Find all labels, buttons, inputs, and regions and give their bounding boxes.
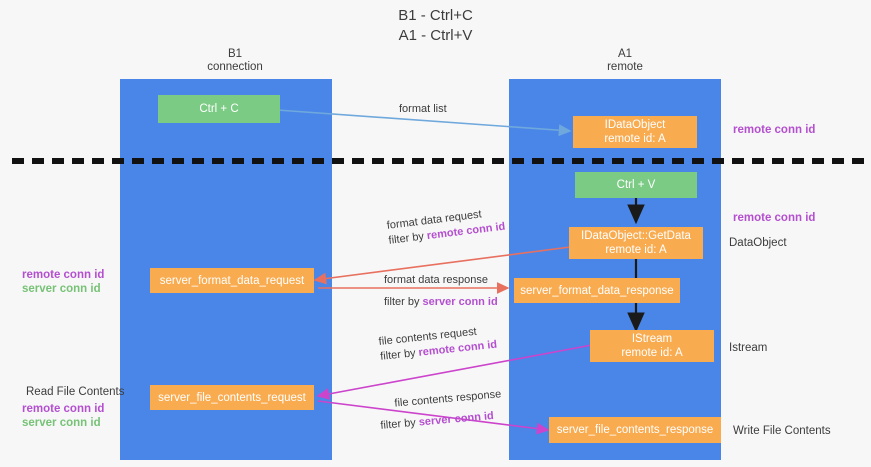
node-idataobject-label: IDataObject bbox=[604, 119, 666, 131]
node-idataobject-getdata[interactable]: IDataObject::GetData remote id: A bbox=[569, 227, 703, 259]
node-idataobject-sub: remote id: A bbox=[604, 133, 666, 145]
node-ctrl-v-label: Ctrl + V bbox=[616, 179, 656, 191]
node-server-format-data-request-label: server_format_data_request bbox=[159, 274, 305, 287]
filter-by-prefix-2: filter by bbox=[384, 296, 423, 308]
node-server-file-contents-response[interactable]: server_file_contents_response bbox=[549, 417, 721, 443]
filter-by-prefix-4: filter by bbox=[379, 416, 420, 432]
annotation-left-remote-conn-id-2: remote conn id bbox=[22, 403, 105, 415]
edge-label-format-list: format list bbox=[399, 103, 447, 115]
node-istream-label: IStream bbox=[631, 333, 673, 345]
node-server-format-data-response-label: server_format_data_response bbox=[520, 284, 674, 297]
column-header-a1: A1 remote bbox=[545, 48, 705, 74]
node-istream-sub: remote id: A bbox=[621, 347, 683, 359]
node-ctrl-c-label: Ctrl + C bbox=[199, 103, 239, 115]
node-ctrl-c[interactable]: Ctrl + C bbox=[158, 95, 280, 123]
annotation-istream: Istream bbox=[729, 342, 768, 354]
node-server-file-contents-request[interactable]: server_file_contents_request bbox=[150, 385, 314, 410]
annotation-left-remote-conn-id: remote conn id bbox=[22, 269, 105, 281]
filter-key-server-conn-id: server conn id bbox=[422, 296, 498, 308]
annotation-remote-conn-id-mid: remote conn id bbox=[733, 212, 816, 224]
annotation-write-file-contents: Write File Contents bbox=[733, 425, 831, 437]
annotation-left-server-conn-id: server conn id bbox=[22, 283, 101, 295]
edge-format-data-request bbox=[313, 245, 579, 285]
column-header-b1-name: B1 bbox=[227, 48, 243, 60]
edge-label-format-data-response-line2: filter by server conn id bbox=[384, 295, 498, 310]
column-header-a1-name: A1 bbox=[617, 48, 633, 60]
annotation-read-file-contents: Read File Contents bbox=[26, 386, 125, 398]
node-getdata-label: IDataObject::GetData bbox=[581, 230, 691, 242]
filter-by-prefix: filter by bbox=[387, 230, 428, 247]
page-title: B1 - Ctrl+C A1 - Ctrl+V bbox=[0, 6, 871, 46]
annotation-remote-conn-id-top: remote conn id bbox=[733, 124, 816, 136]
edge-file-contents-request bbox=[316, 344, 593, 400]
annotation-left-server-conn-id-2: server conn id bbox=[22, 417, 101, 429]
edge-label-format-data-response: format data response filter by server co… bbox=[384, 273, 498, 310]
node-server-format-data-response[interactable]: server_format_data_response bbox=[514, 278, 680, 303]
edge-format-list bbox=[276, 109, 572, 137]
edge-label-format-data-response-line1: format data response bbox=[384, 274, 488, 286]
edge-file-contents-response bbox=[317, 400, 550, 435]
column-header-b1: B1 connection bbox=[155, 48, 315, 74]
node-idataobject[interactable]: IDataObject remote id: A bbox=[573, 116, 697, 148]
column-header-b1-sub: connection bbox=[207, 61, 263, 73]
column-header-a1-sub: remote bbox=[607, 61, 643, 73]
node-ctrl-v[interactable]: Ctrl + V bbox=[575, 172, 697, 198]
annotation-dataobject: DataObject bbox=[729, 237, 787, 249]
node-istream[interactable]: IStream remote id: A bbox=[590, 330, 714, 362]
node-getdata-sub: remote id: A bbox=[605, 244, 667, 256]
filter-by-prefix-3: filter by bbox=[379, 346, 420, 363]
node-server-format-data-request[interactable]: server_format_data_request bbox=[150, 268, 314, 293]
title-line-1: B1 - Ctrl+C bbox=[398, 7, 473, 24]
node-server-file-contents-response-label: server_file_contents_response bbox=[556, 424, 714, 436]
title-line-2: A1 - Ctrl+V bbox=[398, 27, 473, 44]
node-server-file-contents-request-label: server_file_contents_request bbox=[158, 391, 306, 404]
